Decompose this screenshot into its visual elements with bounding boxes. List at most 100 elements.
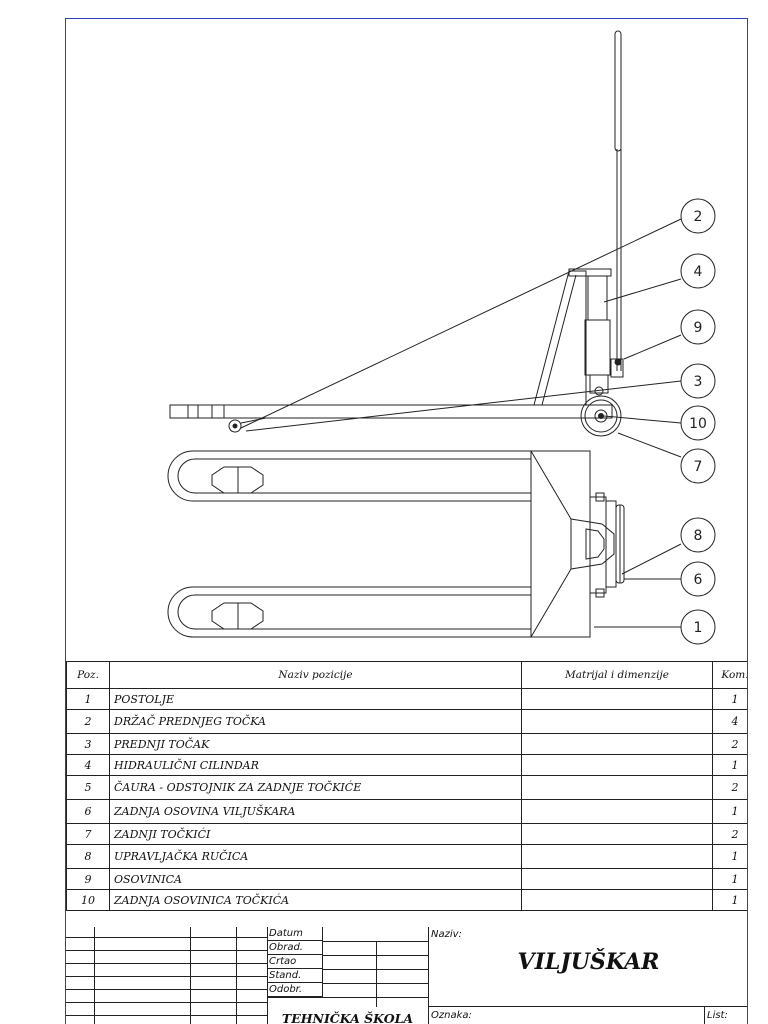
title-area: Naziv: VILJUŠKAR bbox=[428, 927, 747, 1007]
balloon-label: 10 bbox=[689, 416, 707, 432]
drawing-name: VILJUŠKAR bbox=[517, 949, 660, 975]
cell-name: ZADNJA OSOVINICA TOČKIĆA bbox=[109, 889, 522, 911]
balloon-label: 4 bbox=[694, 264, 703, 280]
cell-name: ZADNJI TOČKIĆI bbox=[109, 823, 522, 845]
cell-material bbox=[521, 868, 713, 890]
balloon-label: 9 bbox=[694, 320, 703, 336]
upright-frame bbox=[533, 270, 587, 406]
lower-fork bbox=[167, 586, 590, 638]
balloon-label: 3 bbox=[694, 374, 703, 390]
role-obrad: Obrad. bbox=[267, 941, 323, 955]
cell-material bbox=[521, 823, 713, 845]
cell-material bbox=[521, 688, 713, 710]
fork-window bbox=[211, 466, 264, 494]
upper-fork bbox=[167, 450, 590, 502]
header-material: Matrijal i dimenzije bbox=[521, 661, 713, 689]
balloon-label: 1 bbox=[694, 620, 703, 636]
balloon-10: 10 bbox=[680, 405, 716, 441]
cell-name: POSTOLJE bbox=[109, 688, 522, 710]
cell-material bbox=[521, 844, 713, 869]
balloon-label: 8 bbox=[694, 528, 703, 544]
balloon-9: 9 bbox=[680, 309, 716, 345]
cell-name: ZADNJA OSOVINA VILJUŠKARA bbox=[109, 799, 522, 824]
cell-material bbox=[521, 775, 713, 800]
cell-kom: 4 bbox=[712, 709, 747, 734]
header-name: Naziv pozicije bbox=[109, 661, 522, 689]
balloon-7: 7 bbox=[680, 448, 716, 484]
cell-material bbox=[521, 889, 713, 911]
list-label: List: bbox=[707, 1010, 728, 1021]
cell-poz: 2 bbox=[66, 709, 110, 734]
cell-name: HIDRAULIČNI CILINDAR bbox=[109, 754, 522, 776]
cell-name: ČAURA - ODSTOJNIK ZA ZADNJE TOČKIĆE bbox=[109, 775, 522, 800]
rear-wheel bbox=[580, 395, 622, 437]
balloon-8: 8 bbox=[680, 517, 716, 553]
header-kom: Kom. bbox=[712, 661, 747, 689]
cell-kom: 1 bbox=[712, 688, 747, 710]
cell-name: UPRAVLJAČKA RUČICA bbox=[109, 844, 522, 869]
parts-list-table: Poz. Naziv pozicije Matrijal i dimenzije… bbox=[66, 661, 747, 911]
drawing-sheet: 2 4 9 3 10 7 8 6 1 Poz. Naziv pozicije M… bbox=[65, 18, 748, 1024]
balloon-label: 2 bbox=[694, 209, 703, 225]
front-wheel bbox=[228, 419, 242, 433]
cell-name: DRŽAČ PREDNJEG TOČKA bbox=[109, 709, 522, 734]
hydraulic-cylinder bbox=[587, 275, 608, 321]
balloon-4: 4 bbox=[680, 253, 716, 289]
role-crtao: Crtao bbox=[267, 955, 323, 969]
cell-poz: 6 bbox=[66, 799, 110, 824]
balloon-2: 2 bbox=[680, 198, 716, 234]
cell-kom: 1 bbox=[712, 868, 747, 890]
cell-kom: 2 bbox=[712, 733, 747, 755]
balloon-label: 7 bbox=[694, 459, 703, 475]
leader-lines bbox=[240, 218, 682, 628]
cell-material bbox=[521, 799, 713, 824]
cell-kom: 2 bbox=[712, 823, 747, 845]
handle-mount bbox=[570, 518, 615, 570]
naziv-label: Naziv: bbox=[431, 929, 462, 940]
cell-kom: 1 bbox=[712, 844, 747, 869]
title-block: Datum Obrad. Crtao Stand. Odobr. TEHNIČK… bbox=[66, 927, 747, 1024]
header-poz: Poz. bbox=[66, 661, 110, 689]
school-name: TEHNIČKA ŠKOLA bbox=[281, 1011, 414, 1024]
balloon-3: 3 bbox=[680, 363, 716, 399]
cell-poz: 9 bbox=[66, 868, 110, 890]
cell-poz: 5 bbox=[66, 775, 110, 800]
cell-kom: 1 bbox=[712, 889, 747, 911]
balloon-6: 6 bbox=[680, 561, 716, 597]
balloon-1: 1 bbox=[680, 609, 716, 645]
fork-side bbox=[169, 404, 613, 419]
body-top bbox=[530, 450, 591, 638]
cell-poz: 1 bbox=[66, 688, 110, 710]
cell-poz: 4 bbox=[66, 754, 110, 776]
oznaka-label: Oznaka: bbox=[431, 1010, 472, 1021]
parts-list-header: Poz. Naziv pozicije Matrijal i dimenzije… bbox=[66, 661, 747, 689]
cell-poz: 8 bbox=[66, 844, 110, 869]
balloon-label: 6 bbox=[694, 572, 703, 588]
cell-material bbox=[521, 733, 713, 755]
cell-kom: 1 bbox=[712, 799, 747, 824]
top-plate bbox=[568, 268, 612, 277]
side-view bbox=[169, 30, 624, 437]
cell-kom: 2 bbox=[712, 775, 747, 800]
cell-kom: 1 bbox=[712, 754, 747, 776]
cell-poz: 3 bbox=[66, 733, 110, 755]
cell-material bbox=[521, 709, 713, 734]
handle-grip bbox=[614, 30, 622, 152]
cell-poz: 10 bbox=[66, 889, 110, 911]
cell-name: OSOVINICA bbox=[109, 868, 522, 890]
top-view bbox=[167, 450, 625, 638]
role-datum: Datum bbox=[267, 927, 323, 941]
technical-drawing: 2 4 9 3 10 7 8 6 1 bbox=[167, 30, 716, 645]
cell-name: PREDNJI TOČAK bbox=[109, 733, 522, 755]
cell-poz: 7 bbox=[66, 823, 110, 845]
cell-material bbox=[521, 754, 713, 776]
